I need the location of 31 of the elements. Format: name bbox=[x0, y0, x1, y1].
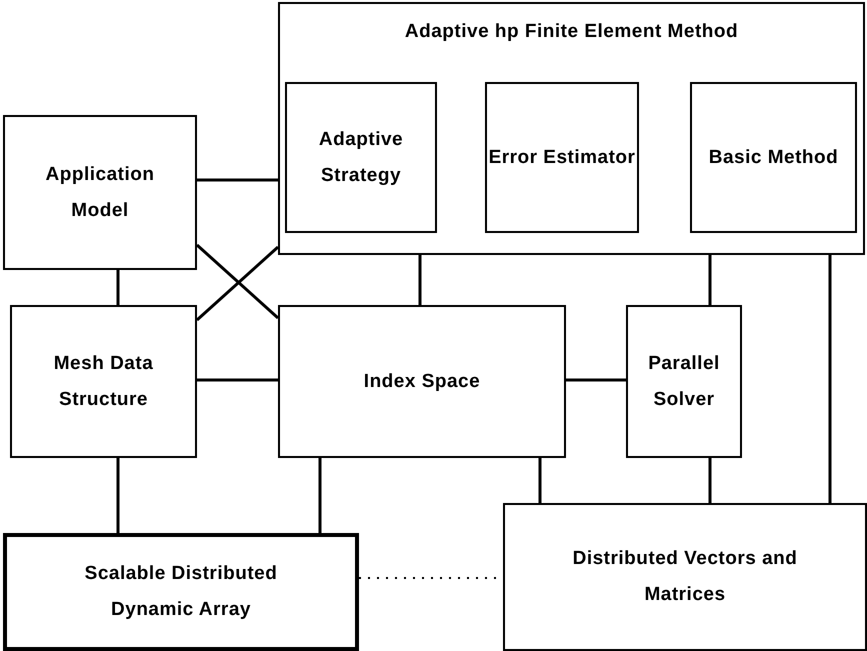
component-label: Mesh Data Structure bbox=[52, 352, 154, 412]
connector-line bbox=[418, 255, 422, 305]
component-box bbox=[10, 305, 197, 458]
component-box bbox=[690, 82, 857, 233]
component-label: Error Estimator bbox=[488, 146, 636, 170]
component-label: Application Model bbox=[44, 162, 156, 222]
component-box bbox=[3, 115, 197, 270]
component-label: Adaptive Strategy bbox=[318, 128, 404, 188]
connector-line bbox=[116, 458, 120, 533]
connector-line bbox=[566, 378, 626, 382]
component-label: Scalable Distributed Dynamic Array bbox=[84, 562, 278, 622]
connector-line bbox=[116, 270, 120, 305]
connector-line bbox=[708, 255, 712, 305]
component-label: Distributed Vectors and Matrices bbox=[572, 547, 798, 607]
connector-line bbox=[538, 458, 542, 503]
component-box bbox=[626, 305, 742, 458]
component-label: Parallel Solver bbox=[647, 352, 721, 412]
component-box bbox=[503, 503, 867, 651]
connector-line bbox=[708, 458, 712, 503]
component-label: Basic Method bbox=[708, 146, 838, 170]
component-label: Index Space bbox=[364, 370, 480, 394]
component-box bbox=[485, 82, 639, 233]
connector-line bbox=[318, 458, 322, 533]
group-box bbox=[278, 2, 865, 255]
component-box bbox=[3, 533, 359, 651]
component-box bbox=[285, 82, 437, 233]
connector-line bbox=[828, 255, 832, 503]
group-title: Adaptive hp Finite Element Method bbox=[404, 20, 740, 44]
component-box bbox=[278, 305, 566, 458]
connector-line bbox=[197, 378, 278, 382]
connector-line bbox=[197, 178, 278, 182]
